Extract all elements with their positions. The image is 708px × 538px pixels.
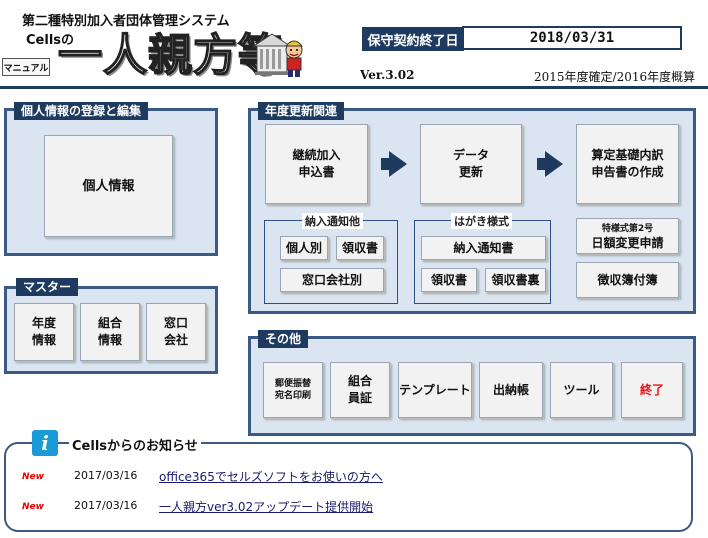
arrow-right-icon — [537, 151, 563, 177]
union-member-card-button[interactable]: 組合 員証 — [330, 362, 390, 418]
exit-button[interactable]: 終了 — [621, 362, 683, 418]
postcard-receipt-button[interactable]: 領収書 — [421, 268, 477, 292]
cashbook-button[interactable]: 出納帳 — [479, 362, 543, 418]
fiscal-year-info-button[interactable]: 年度 情報 — [14, 303, 74, 361]
daily-amount-change-button[interactable]: 特様式第2号 日額変更申請 — [576, 218, 679, 254]
data-update-button[interactable]: データ 更新 — [420, 124, 522, 204]
by-agency-button[interactable]: 窓口会社別 — [280, 268, 384, 292]
fiscal-year-note: 2015年度確定/2016年度概算 — [534, 70, 696, 84]
union-info-button[interactable]: 組合 情報 — [80, 303, 140, 361]
notice-link-office365[interactable]: office365でセルズソフトをお使いの方へ — [159, 470, 383, 484]
app-subtitle: 第二種特別加入者団体管理システム — [22, 14, 230, 29]
master-title: マスター — [16, 278, 79, 296]
version-label: Ver.3.02 — [360, 68, 415, 82]
personal-info-title: 個人情報の登録と編集 — [14, 102, 149, 120]
header-divider — [0, 86, 708, 89]
receipt-button[interactable]: 領収書 — [336, 236, 384, 260]
manual-button[interactable]: マニュアル — [2, 58, 50, 76]
new-badge: New — [22, 502, 44, 512]
payment-notice-group-title: 納入通知他 — [302, 213, 363, 229]
notices-title: Cellsからのお知らせ — [69, 435, 201, 454]
other-title: その他 — [258, 330, 309, 348]
tools-button[interactable]: ツール — [550, 362, 613, 418]
contract-end-date: 2018/03/31 — [462, 26, 682, 50]
mascot-illustration — [252, 28, 306, 80]
notice-date: 2017/03/16 — [74, 499, 138, 512]
form2-caption: 特様式第2号 — [601, 224, 654, 234]
postcard-receipt-back-button[interactable]: 領収書裏 — [485, 268, 546, 292]
individual-notice-button[interactable]: 個人別 — [280, 236, 328, 260]
postcard-notice-button[interactable]: 納入通知書 — [421, 236, 546, 260]
form2-label: 日額変更申請 — [591, 236, 664, 250]
arrow-right-icon — [381, 151, 407, 177]
brand-prefix: Cellsの — [26, 33, 75, 48]
notice-link-update[interactable]: 一人親方ver3.02アップデート提供開始 — [159, 500, 374, 514]
notices-panel — [4, 442, 693, 532]
template-button[interactable]: テンプレート — [398, 362, 472, 418]
new-badge: New — [22, 472, 44, 482]
renewal-application-button[interactable]: 継続加入 申込書 — [265, 124, 368, 204]
collection-ledger-button[interactable]: 徴収簿付簿 — [576, 262, 679, 298]
notice-date: 2017/03/16 — [74, 469, 138, 482]
contract-end-label: 保守契約終了日 — [362, 27, 464, 51]
info-icon: i — [32, 430, 58, 456]
agency-company-button[interactable]: 窓口 会社 — [146, 303, 206, 361]
postal-address-print-button[interactable]: 郵便振替 宛名印刷 — [263, 362, 323, 418]
personal-info-button[interactable]: 個人情報 — [44, 135, 173, 237]
annual-renewal-title: 年度更新関連 — [258, 102, 345, 120]
calc-basis-report-button[interactable]: 算定基礎内訳 申告書の作成 — [576, 124, 679, 204]
app-logo-title: 一人親方等 — [57, 30, 283, 81]
postcard-format-group-title: はがき様式 — [451, 213, 512, 229]
